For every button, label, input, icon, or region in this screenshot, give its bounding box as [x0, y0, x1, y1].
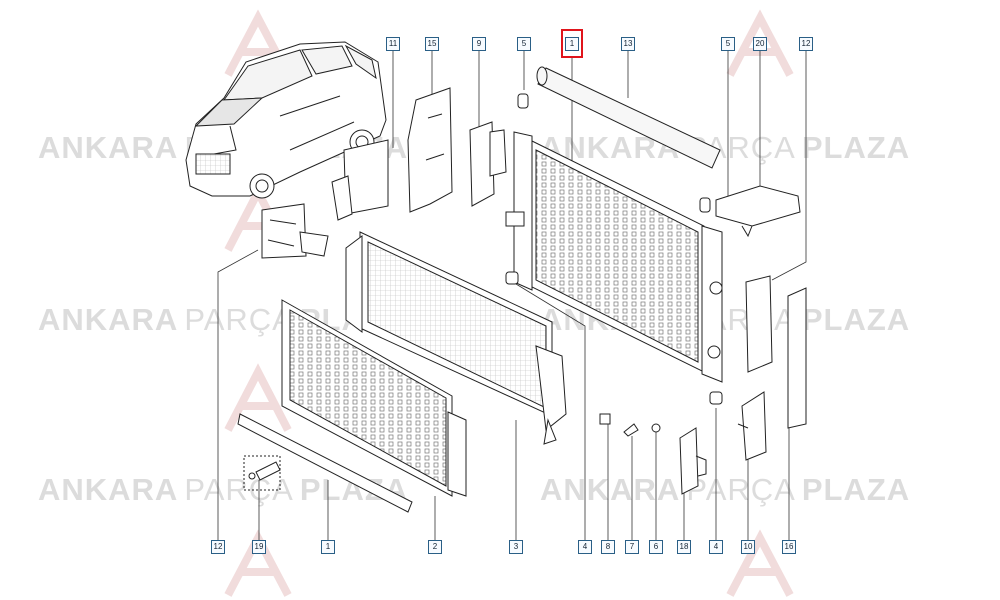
part-label-1[interactable]: 1 [321, 540, 335, 554]
part-label-10[interactable]: 10 [741, 540, 755, 554]
part-1-lower-strip [237, 413, 413, 513]
part-label-15[interactable]: 15 [425, 37, 439, 51]
part-3-condenser [345, 231, 567, 445]
part-2-intercooler [281, 299, 467, 497]
part-label-7[interactable]: 7 [625, 540, 639, 554]
part-12-right-bracket [745, 275, 807, 429]
part-label-20[interactable]: 20 [753, 37, 767, 51]
part-9-deflector [469, 121, 507, 207]
part-5-bushing [517, 93, 711, 213]
part-label-12[interactable]: 12 [211, 540, 225, 554]
part-label-19[interactable]: 19 [252, 540, 266, 554]
part-label-5[interactable]: 5 [517, 37, 531, 51]
part-12-bracket [261, 203, 329, 259]
part-10-bracket [737, 391, 767, 461]
part-label-18[interactable]: 18 [677, 540, 691, 554]
leader-lines [217, 50, 807, 540]
part-label-1-selected[interactable]: 1 [565, 37, 579, 51]
part-4-bushing [505, 271, 723, 405]
part-13-hose [536, 66, 721, 169]
part-label-11[interactable]: 11 [386, 37, 400, 51]
part-label-4[interactable]: 4 [578, 540, 592, 554]
part-label-9[interactable]: 9 [472, 37, 486, 51]
selected-part-highlight [561, 29, 583, 58]
part-label-3[interactable]: 3 [509, 540, 523, 554]
part-label-8[interactable]: 8 [601, 540, 615, 554]
part-15-deflector [407, 87, 453, 213]
small-parts [599, 413, 661, 437]
part-1-radiator [505, 131, 723, 383]
part-label-4[interactable]: 4 [709, 540, 723, 554]
part-label-12[interactable]: 12 [799, 37, 813, 51]
part-19-sensor [243, 455, 281, 491]
part-label-6[interactable]: 6 [649, 540, 663, 554]
part-11-bracket [331, 139, 389, 221]
part-20-bracket [715, 185, 801, 238]
part-label-16[interactable]: 16 [782, 540, 796, 554]
part-label-2[interactable]: 2 [428, 540, 442, 554]
part-label-13[interactable]: 13 [621, 37, 635, 51]
part-label-5[interactable]: 5 [721, 37, 735, 51]
part-18-pad [679, 427, 707, 495]
